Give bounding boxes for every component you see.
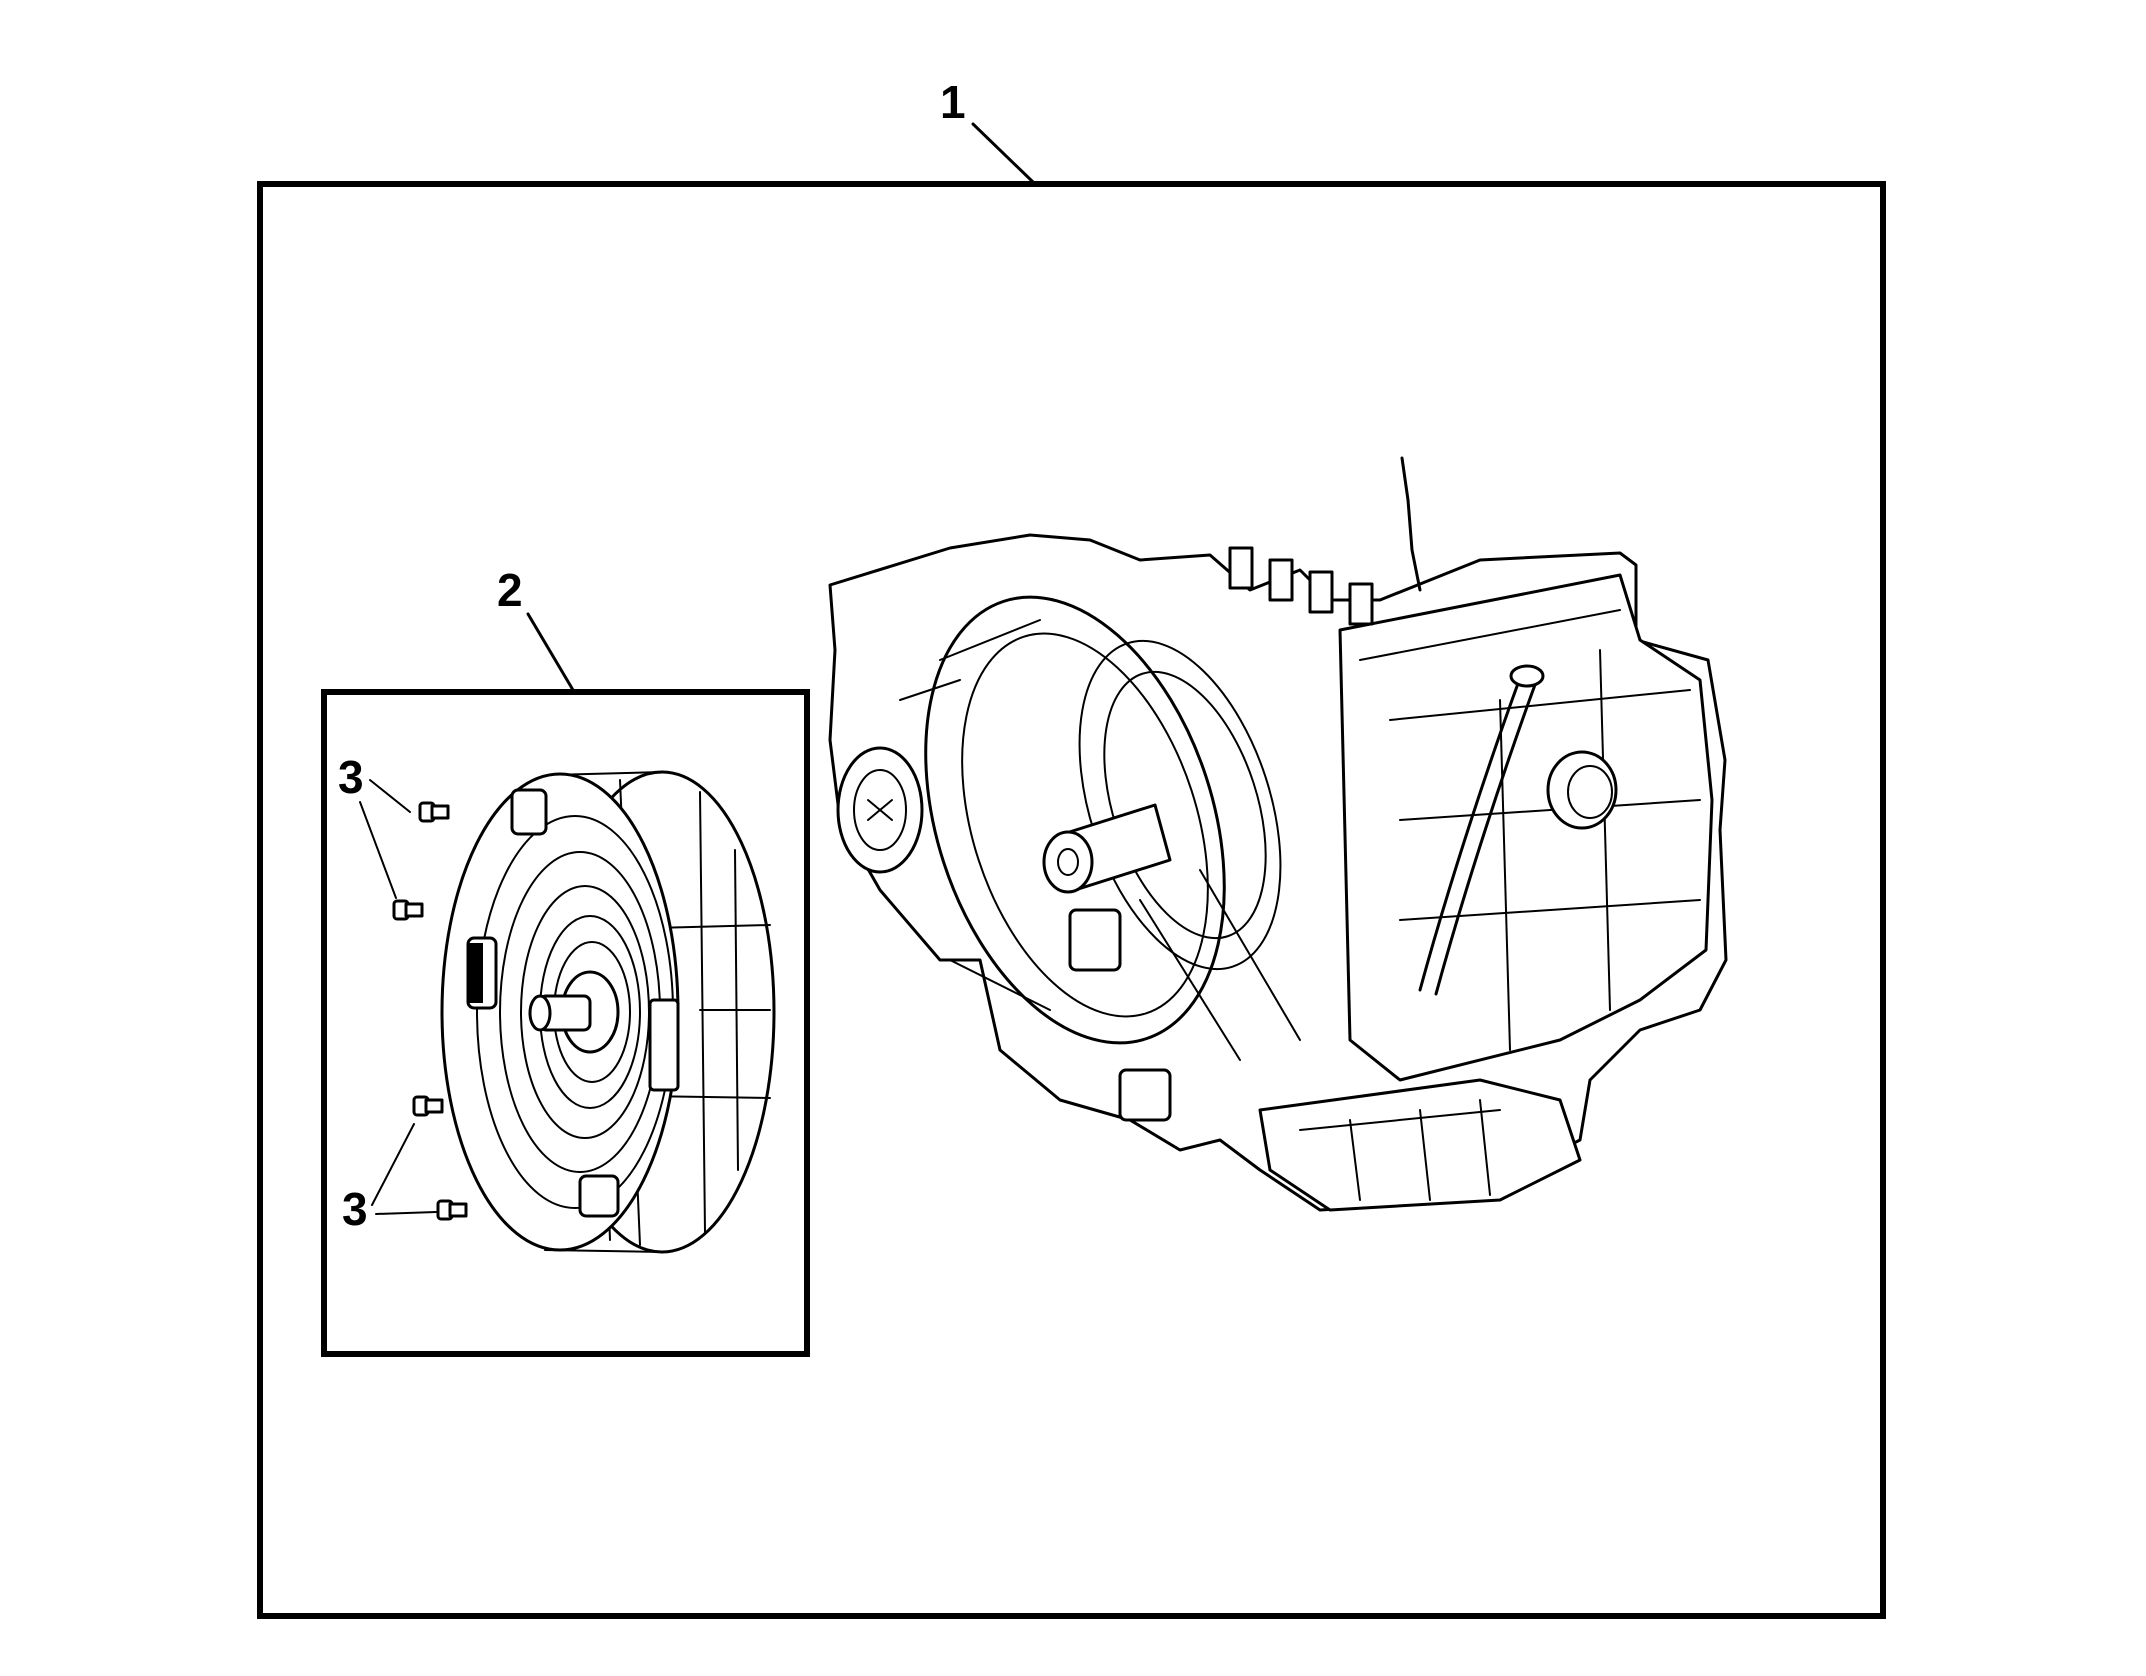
callout-3-upper-leader-a [369, 779, 411, 813]
bolt-icon [412, 1095, 444, 1117]
torque-converter-icon [440, 770, 776, 1254]
bolt-icon [436, 1199, 468, 1221]
assembly-frame [257, 181, 1886, 1619]
torque-converter-frame [321, 689, 810, 1357]
callout-2-label: 2 [497, 564, 523, 616]
callout-3-lower-leader-a [371, 1123, 415, 1206]
callout-1-leader [971, 122, 1035, 184]
bolt-icon [418, 801, 450, 823]
callout-2-leader [526, 612, 575, 692]
bolt-icon [392, 899, 424, 921]
transmission-assembly-icon [828, 456, 1728, 1212]
callout-1-label: 1 [940, 76, 966, 128]
callout-3-lower-leader-b [375, 1211, 437, 1215]
callout-3-upper-leader-b [359, 801, 397, 899]
callout-3-lower-label: 3 [342, 1183, 368, 1235]
callout-3-upper-label: 3 [338, 751, 364, 803]
